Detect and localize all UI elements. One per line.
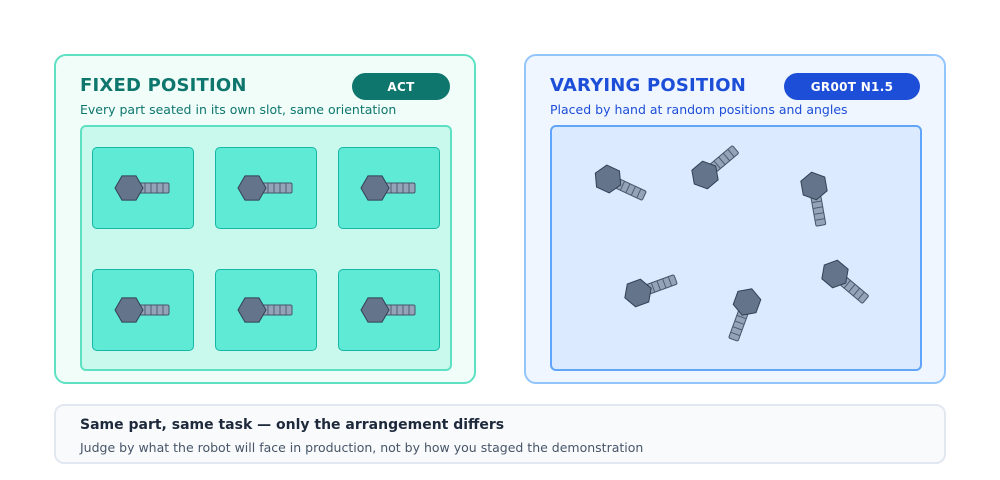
footer-title: Same part, same task — only the arrangem… (80, 417, 505, 433)
fixed-panel-title: FIXED POSITION (80, 75, 247, 96)
hex-bolt-icon (114, 297, 170, 323)
varying-panel-title: VARYING POSITION (550, 75, 747, 96)
part-slot (338, 147, 440, 229)
part-slot (92, 147, 194, 229)
footer-note: Same part, same task — only the arrangem… (54, 404, 946, 464)
part-slot (215, 269, 317, 351)
hex-bolt-icon (594, 164, 647, 201)
hex-bolt-icon (821, 259, 869, 304)
varying-tray (550, 125, 922, 371)
part-slot (215, 147, 317, 229)
hex-bolt-icon (360, 175, 416, 201)
groot-badge: GR00T N1.5 (784, 73, 920, 100)
hex-bolt-icon (691, 145, 739, 190)
act-badge: ACT (352, 73, 450, 100)
hex-bolt-icon (624, 274, 678, 308)
footer-subtitle: Judge by what the robot will face in pro… (80, 440, 644, 455)
hex-bolt-icon (114, 175, 170, 201)
hex-bolt-icon (360, 297, 416, 323)
part-slot (338, 269, 440, 351)
fixed-panel-subtitle: Every part seated in its own slot, same … (80, 102, 397, 117)
part-slot (92, 269, 194, 351)
hex-bolt-icon (800, 171, 828, 227)
hex-bolt-icon (728, 288, 762, 342)
varying-position-panel: VARYING POSITION GR00T N1.5 Placed by ha… (524, 54, 946, 384)
fixed-tray (80, 125, 452, 371)
fixed-position-panel: FIXED POSITION ACT Every part seated in … (54, 54, 476, 384)
varying-panel-subtitle: Placed by hand at random positions and a… (550, 102, 848, 117)
hex-bolt-icon (237, 175, 293, 201)
hex-bolt-icon (237, 297, 293, 323)
